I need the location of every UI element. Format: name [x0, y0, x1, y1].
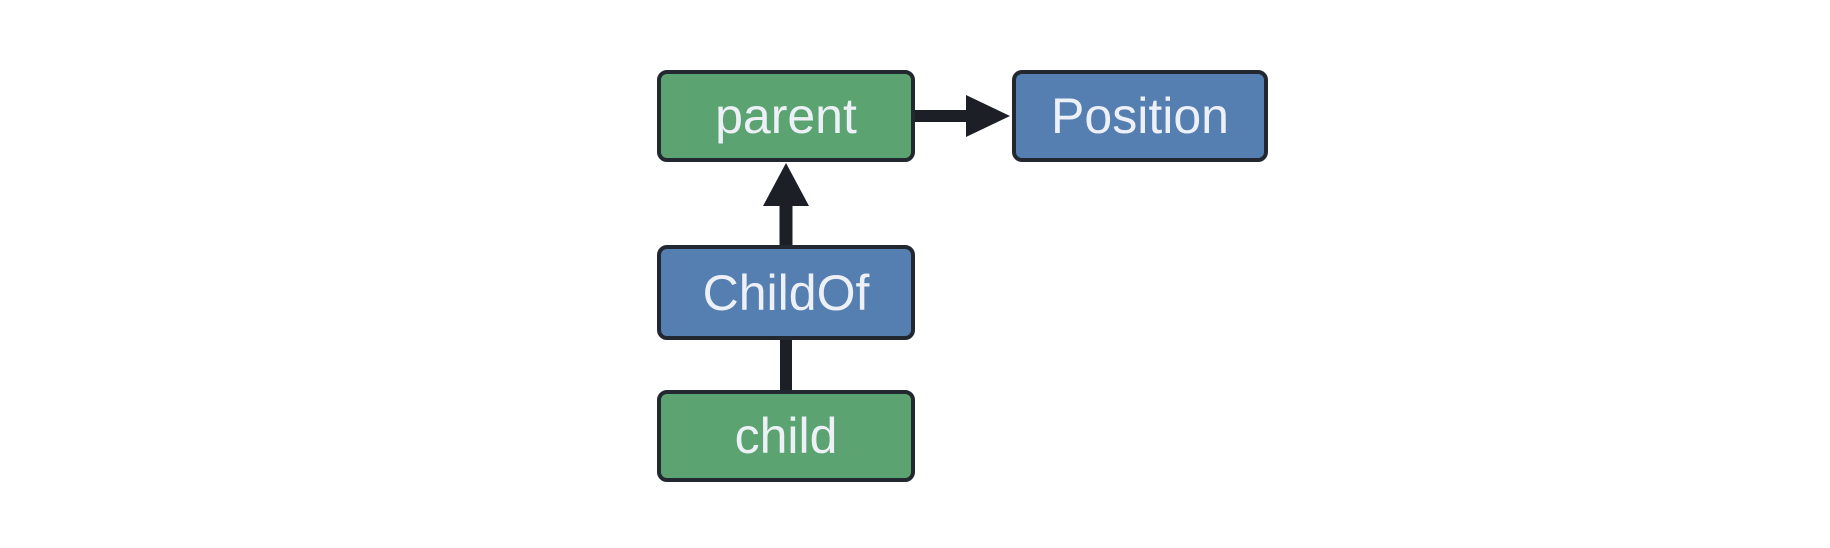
node-child-label: child — [734, 408, 838, 464]
node-parent: parent — [657, 70, 915, 162]
node-childof-label: ChildOf — [702, 264, 870, 321]
node-child: child — [657, 390, 915, 482]
node-position-label: Position — [1051, 88, 1229, 144]
arrowhead-right-icon — [966, 95, 1010, 137]
node-parent-label: parent — [715, 88, 857, 144]
arrowhead-up-icon — [763, 163, 809, 206]
edge-parent-to-position — [910, 95, 1010, 137]
edge-childof-to-parent — [763, 163, 809, 248]
node-childof: ChildOf — [657, 245, 915, 340]
node-position: Position — [1012, 70, 1268, 162]
